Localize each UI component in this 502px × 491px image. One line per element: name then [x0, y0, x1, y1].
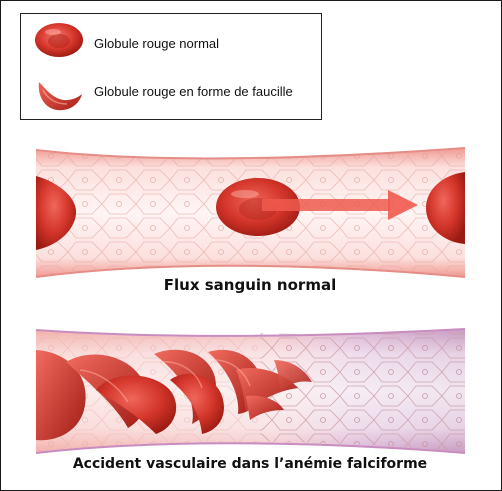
- normal-flow-caption: Flux sanguin normal: [0, 276, 500, 294]
- sickle-stroke-caption: Accident vasculaire dans l’anémie falcif…: [0, 456, 500, 472]
